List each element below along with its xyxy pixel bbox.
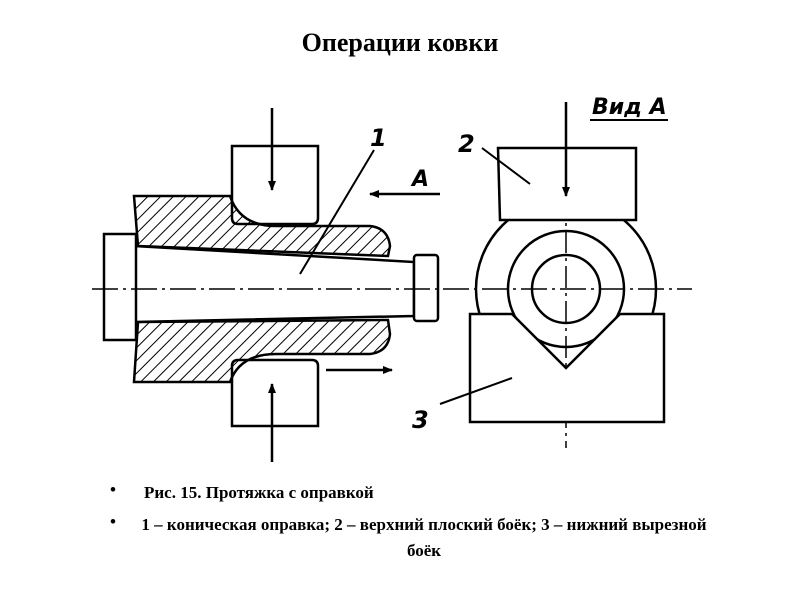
mandrel-tip (412, 253, 440, 323)
legend-caption: 1 – коническая оправка; 2 – верхний плос… (141, 515, 707, 560)
label-part-1: 1 (370, 124, 387, 152)
label-part-3: 3 (412, 406, 429, 434)
conical-mandrel (132, 244, 416, 324)
bottom-die-left (230, 358, 320, 428)
side-view (102, 108, 440, 462)
label-view-a: Вид А (592, 95, 667, 120)
mandrel-handle (102, 232, 138, 342)
top-die-left (230, 144, 320, 226)
figure-caption: Рис. 15. Протяжка с оправкой (144, 483, 374, 502)
label-part-2: 2 (458, 130, 475, 158)
front-view (439, 102, 668, 424)
bullet-icon: • (110, 480, 116, 499)
label-arrow-a: А (410, 167, 429, 192)
workpiece-lower (132, 318, 392, 384)
slide-title: Операции ковки (301, 28, 499, 57)
caption-legend-row: • 1 – коническая оправка; 2 – верхний пл… (110, 512, 710, 564)
caption-figure-row: • Рис. 15. Протяжка с оправкой (110, 480, 710, 506)
bullet-icon: • (110, 512, 116, 531)
bottom-die-right (468, 312, 666, 424)
workpiece-upper (132, 194, 392, 258)
